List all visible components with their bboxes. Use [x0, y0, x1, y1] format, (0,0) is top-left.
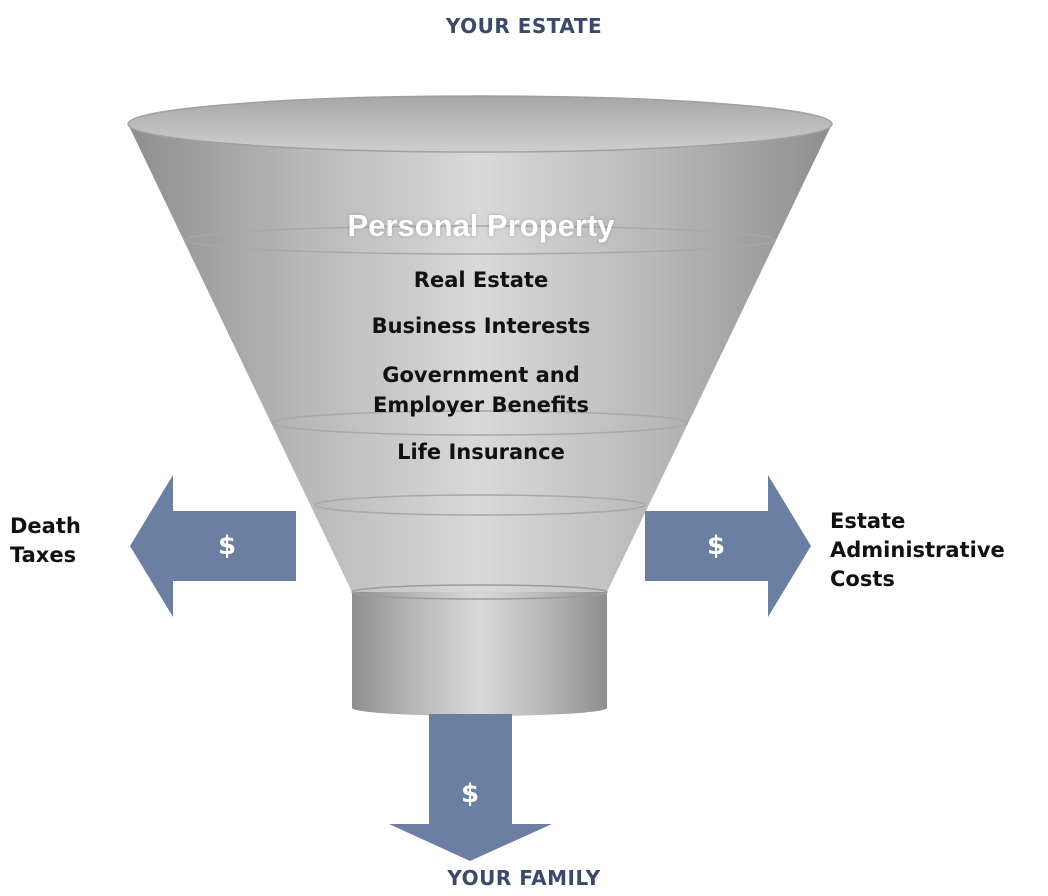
funnel-spout-rim [351, 584, 608, 600]
funnel-layer-ring [185, 225, 775, 255]
layer-real-estate: Real Estate [413, 268, 549, 292]
title-your-family: YOUR FAMILY [447, 866, 601, 890]
layer-government-line2: Employer Benefits [372, 393, 590, 417]
label-estate-costs-line3: Costs [830, 567, 895, 591]
funnel-cone [128, 124, 832, 592]
title-your-estate: YOUR ESTATE [445, 14, 603, 38]
layer-life-insurance: Life Insurance [397, 440, 565, 464]
dollar-symbol-left: $ [217, 531, 237, 561]
layer-business-interests: Business Interests [371, 314, 591, 338]
layer-government-line1: Government and [382, 363, 580, 387]
dollar-symbol-bottom: $ [460, 779, 480, 809]
family-arrow [389, 714, 552, 861]
funnel-layer-ring [314, 494, 646, 516]
funnel-layer-ring [272, 410, 688, 436]
death-taxes-arrow [130, 475, 296, 617]
label-estate-costs-line1: Estate [830, 509, 906, 533]
dollar-symbol-right: $ [706, 531, 726, 561]
funnel-top-rim [127, 95, 833, 153]
estate-costs-arrow [645, 475, 811, 617]
label-death-taxes-line2: Taxes [10, 543, 77, 567]
label-estate-costs-line2: Administrative [830, 538, 1005, 562]
layer-personal-property: Personal Property [347, 208, 615, 243]
funnel-spout [352, 592, 607, 716]
label-death-taxes-line1: Death [10, 514, 81, 538]
